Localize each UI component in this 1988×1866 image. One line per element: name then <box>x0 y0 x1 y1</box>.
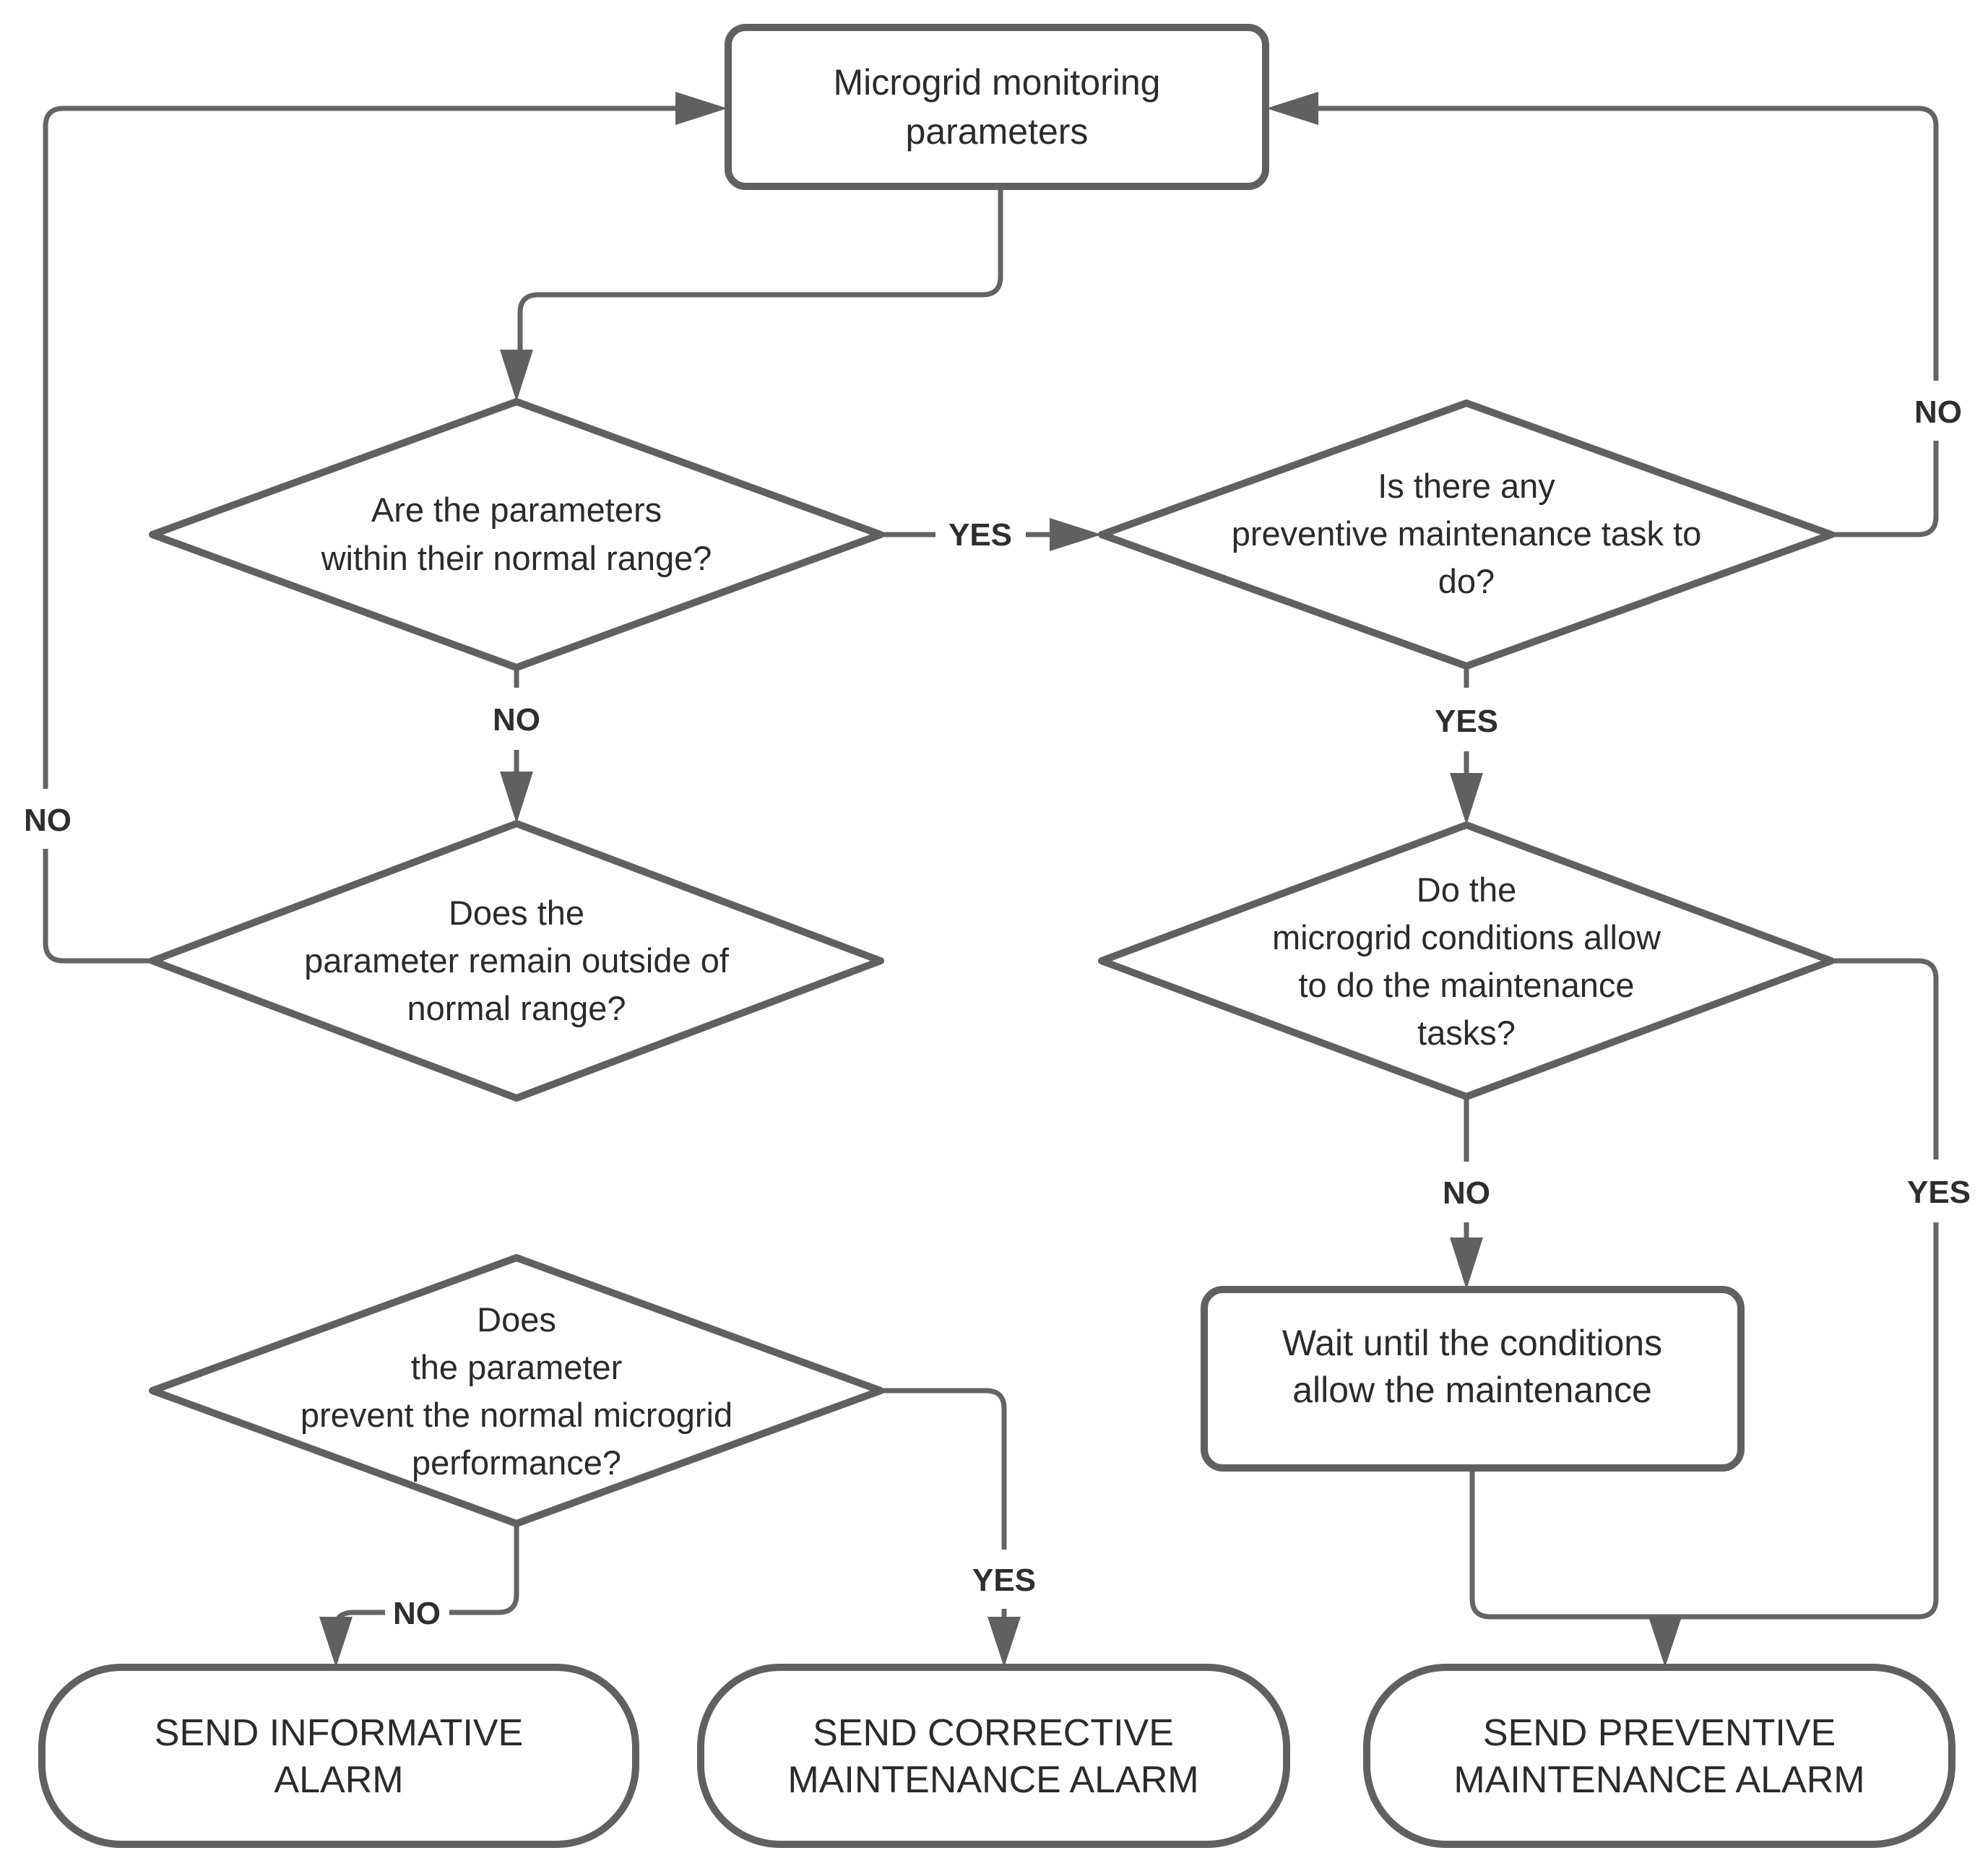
node-text-line: performance? <box>412 1443 621 1482</box>
edge-line <box>517 186 1003 354</box>
node-informative-alarm: SEND INFORMATIVE ALARM <box>38 1664 639 1848</box>
node-params-in-range: Are the parameters within their normal r… <box>149 398 884 671</box>
terminator-shape <box>38 1664 639 1848</box>
node-preventive-task: Is there any preventive maintenance task… <box>1098 399 1835 670</box>
edge-params-no: NO <box>493 669 540 824</box>
node-text-line: prevent the normal microgrid <box>301 1396 732 1434</box>
edge-line <box>1315 105 1939 537</box>
edge-label-yes: YES <box>972 1563 1036 1598</box>
edge-prevent-no: NO <box>319 1525 519 1667</box>
node-corrective-alarm: SEND CORRECTIVE MAINTENANCE ALARM <box>697 1664 1290 1848</box>
edge-params-yes: YES <box>883 517 1102 553</box>
node-text-line: parameters <box>906 111 1089 152</box>
arrowhead-right-icon <box>675 92 727 125</box>
edge-conditions-yes: YES <box>1665 958 1971 1620</box>
node-text-line: to do the maintenance <box>1298 966 1634 1004</box>
node-text-line: microgrid conditions allow <box>1272 918 1661 956</box>
node-remain-outside: Does the parameter remain outside of nor… <box>149 820 884 1102</box>
edge-label-no: NO <box>24 803 72 838</box>
node-text-line: ALARM <box>274 1759 403 1801</box>
node-text-line: within their normal range? <box>321 539 712 577</box>
edge-wait-to-preventive <box>1469 1469 1682 1667</box>
node-text-line: Does <box>477 1300 556 1339</box>
node-text-line: SEND CORRECTIVE <box>813 1712 1174 1754</box>
arrowhead-down-icon <box>1450 1237 1483 1290</box>
edge-label-yes: YES <box>1907 1175 1971 1210</box>
edge-label-no: NO <box>1443 1175 1490 1211</box>
decision-diamond-shape <box>149 1254 884 1527</box>
edge-label-no: NO <box>393 1596 441 1631</box>
decision-diamond-shape <box>149 820 884 1102</box>
edge-start-to-params <box>500 186 1003 402</box>
node-text-line: MAINTENANCE ALARM <box>1453 1759 1864 1801</box>
node-text-line: the parameter <box>411 1348 623 1386</box>
edge-remain-no-loop: NO <box>24 92 727 964</box>
edge-label-yes: YES <box>948 517 1012 553</box>
edge-line <box>1469 1469 1668 1621</box>
arrowhead-down-icon <box>500 772 533 824</box>
node-text-line: Are the parameters <box>371 491 662 529</box>
node-text-line: SEND INFORMATIVE <box>155 1712 523 1754</box>
node-preventive-alarm: SEND PREVENTIVE MAINTENANCE ALARM <box>1363 1664 1955 1848</box>
edge-label-no: NO <box>493 702 540 738</box>
start-box-shape <box>725 24 1269 190</box>
edge-line <box>43 105 679 964</box>
node-text-line: Microgrid monitoring <box>834 62 1161 103</box>
node-prevent-performance: Does the parameter prevent the normal mi… <box>149 1254 884 1527</box>
node-text-line: Does the <box>449 894 584 932</box>
edge-prevent-yes: YES <box>881 1388 1036 1667</box>
edge-task-no-loop: NO <box>1266 92 1962 537</box>
node-text-line: Do the <box>1417 871 1516 909</box>
decision-diamond-shape <box>1098 821 1835 1100</box>
node-conditions-allow: Do the microgrid conditions allow to do … <box>1098 821 1835 1100</box>
node-text-line: Wait until the conditions <box>1282 1323 1662 1363</box>
terminator-shape <box>1363 1664 1955 1848</box>
node-text-line: preventive maintenance task to <box>1232 514 1702 553</box>
edge-conditions-no: NO <box>1443 1094 1490 1290</box>
edge-task-yes: YES <box>1435 668 1498 825</box>
node-text-line: SEND PREVENTIVE <box>1483 1712 1836 1754</box>
node-text-line: parameter remain outside of <box>304 941 730 980</box>
node-text-line: do? <box>1438 562 1495 600</box>
node-text-line: Is there any <box>1378 467 1555 505</box>
wait-box-shape <box>1201 1286 1745 1472</box>
node-start: Microgrid monitoring parameters <box>725 24 1269 190</box>
node-text-line: tasks? <box>1417 1014 1516 1052</box>
arrowhead-down-icon <box>319 1617 353 1667</box>
node-text-line: MAINTENANCE ALARM <box>787 1759 1198 1801</box>
edge-line <box>1665 958 1939 1620</box>
decision-diamond-shape <box>1098 399 1835 670</box>
arrowhead-down-icon <box>1648 1617 1682 1667</box>
edge-label-yes: YES <box>1435 704 1498 739</box>
arrowhead-down-icon <box>500 350 533 402</box>
node-text-line: allow the maintenance <box>1292 1370 1652 1410</box>
node-text-line: normal range? <box>407 989 626 1027</box>
terminator-shape <box>697 1664 1290 1848</box>
node-wait: Wait until the conditions allow the main… <box>1201 1286 1745 1472</box>
arrowhead-left-icon <box>1266 92 1318 125</box>
arrowhead-right-icon <box>1050 518 1102 551</box>
arrowhead-down-icon <box>987 1617 1021 1667</box>
edge-label-no: NO <box>1914 394 1962 430</box>
decision-diamond-shape <box>149 398 884 671</box>
arrowhead-down-icon <box>1450 773 1483 825</box>
